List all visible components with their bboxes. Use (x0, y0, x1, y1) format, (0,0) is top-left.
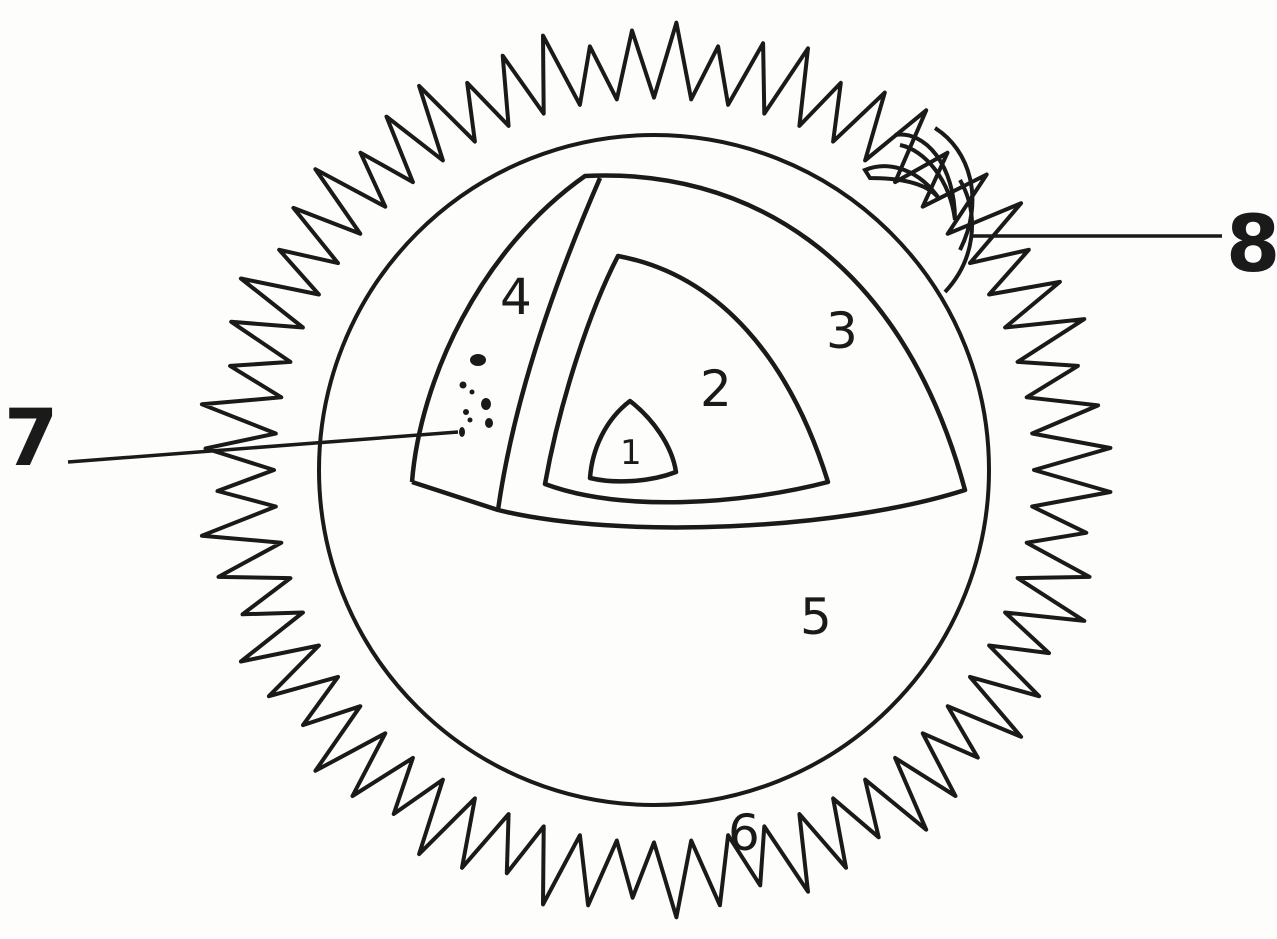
sun-body-outline (319, 135, 989, 805)
label-6: 6 (728, 808, 760, 858)
label-2: 2 (700, 364, 732, 414)
label-1: 1 (620, 436, 642, 470)
label-5: 5 (800, 592, 832, 642)
label-7: 7 (4, 400, 58, 478)
label-8: 8 (1226, 206, 1277, 284)
label-3: 3 (826, 306, 858, 356)
label-4: 4 (500, 272, 532, 322)
